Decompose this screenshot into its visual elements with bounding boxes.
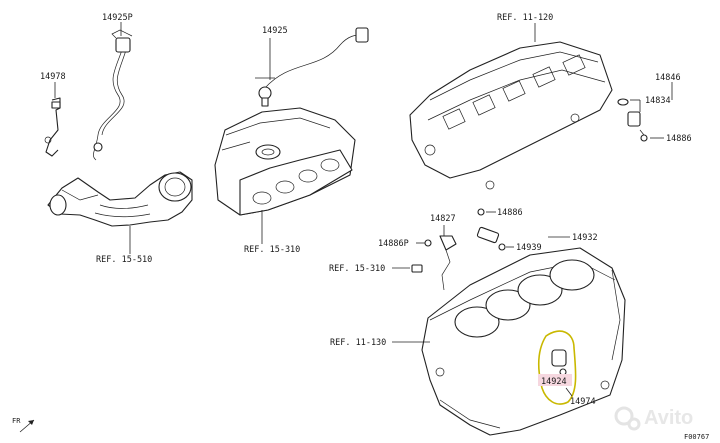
label-14974: 14974 <box>570 397 596 407</box>
cam-position-sensor <box>617 98 648 142</box>
o2-sensor-14925 <box>255 27 369 107</box>
label-14939: 14939 <box>516 243 542 253</box>
label-14925P: 14925P <box>102 13 133 23</box>
watermark-text: Avito <box>644 407 693 429</box>
knock-sensor-14924 <box>537 330 577 405</box>
sensor-14827 <box>411 235 457 291</box>
label-14827: 14827 <box>430 214 456 224</box>
label-14886-top: 14886 <box>666 134 692 144</box>
cylinder-head <box>409 41 613 190</box>
label-14925: 14925 <box>262 26 288 36</box>
sensor-harness-14925P <box>93 29 133 161</box>
front-direction-arrow <box>19 419 35 433</box>
label-box <box>538 374 572 386</box>
label-ref-15-310-bottom: REF. 15-310 <box>329 264 385 274</box>
highlight-outline <box>537 330 577 405</box>
label-fr: FR <box>12 417 21 425</box>
label-ref-15-510: REF. 15-510 <box>96 255 152 265</box>
label-14886-mid: 14886 <box>497 208 523 218</box>
label-14924: 14924 <box>541 377 567 387</box>
diagram-code: F00767 <box>684 433 709 441</box>
label-ref-11-130: REF. 11-130 <box>330 338 386 348</box>
label-14834: 14834 <box>645 96 671 106</box>
label-14846: 14846 <box>655 73 681 83</box>
label-ref-15-310-top: REF. 15-310 <box>244 245 300 255</box>
label-14886P: 14886P <box>378 239 409 249</box>
avito-watermark-logo: Avito <box>614 406 693 431</box>
label-14978: 14978 <box>40 72 66 82</box>
sensor-14932 <box>476 208 506 251</box>
bracket-14978 <box>44 97 61 157</box>
front-pipe-assembly <box>47 171 193 227</box>
label-14932: 14932 <box>572 233 598 243</box>
exhaust-manifold <box>214 107 356 216</box>
label-ref-11-120: REF. 11-120 <box>497 13 553 23</box>
